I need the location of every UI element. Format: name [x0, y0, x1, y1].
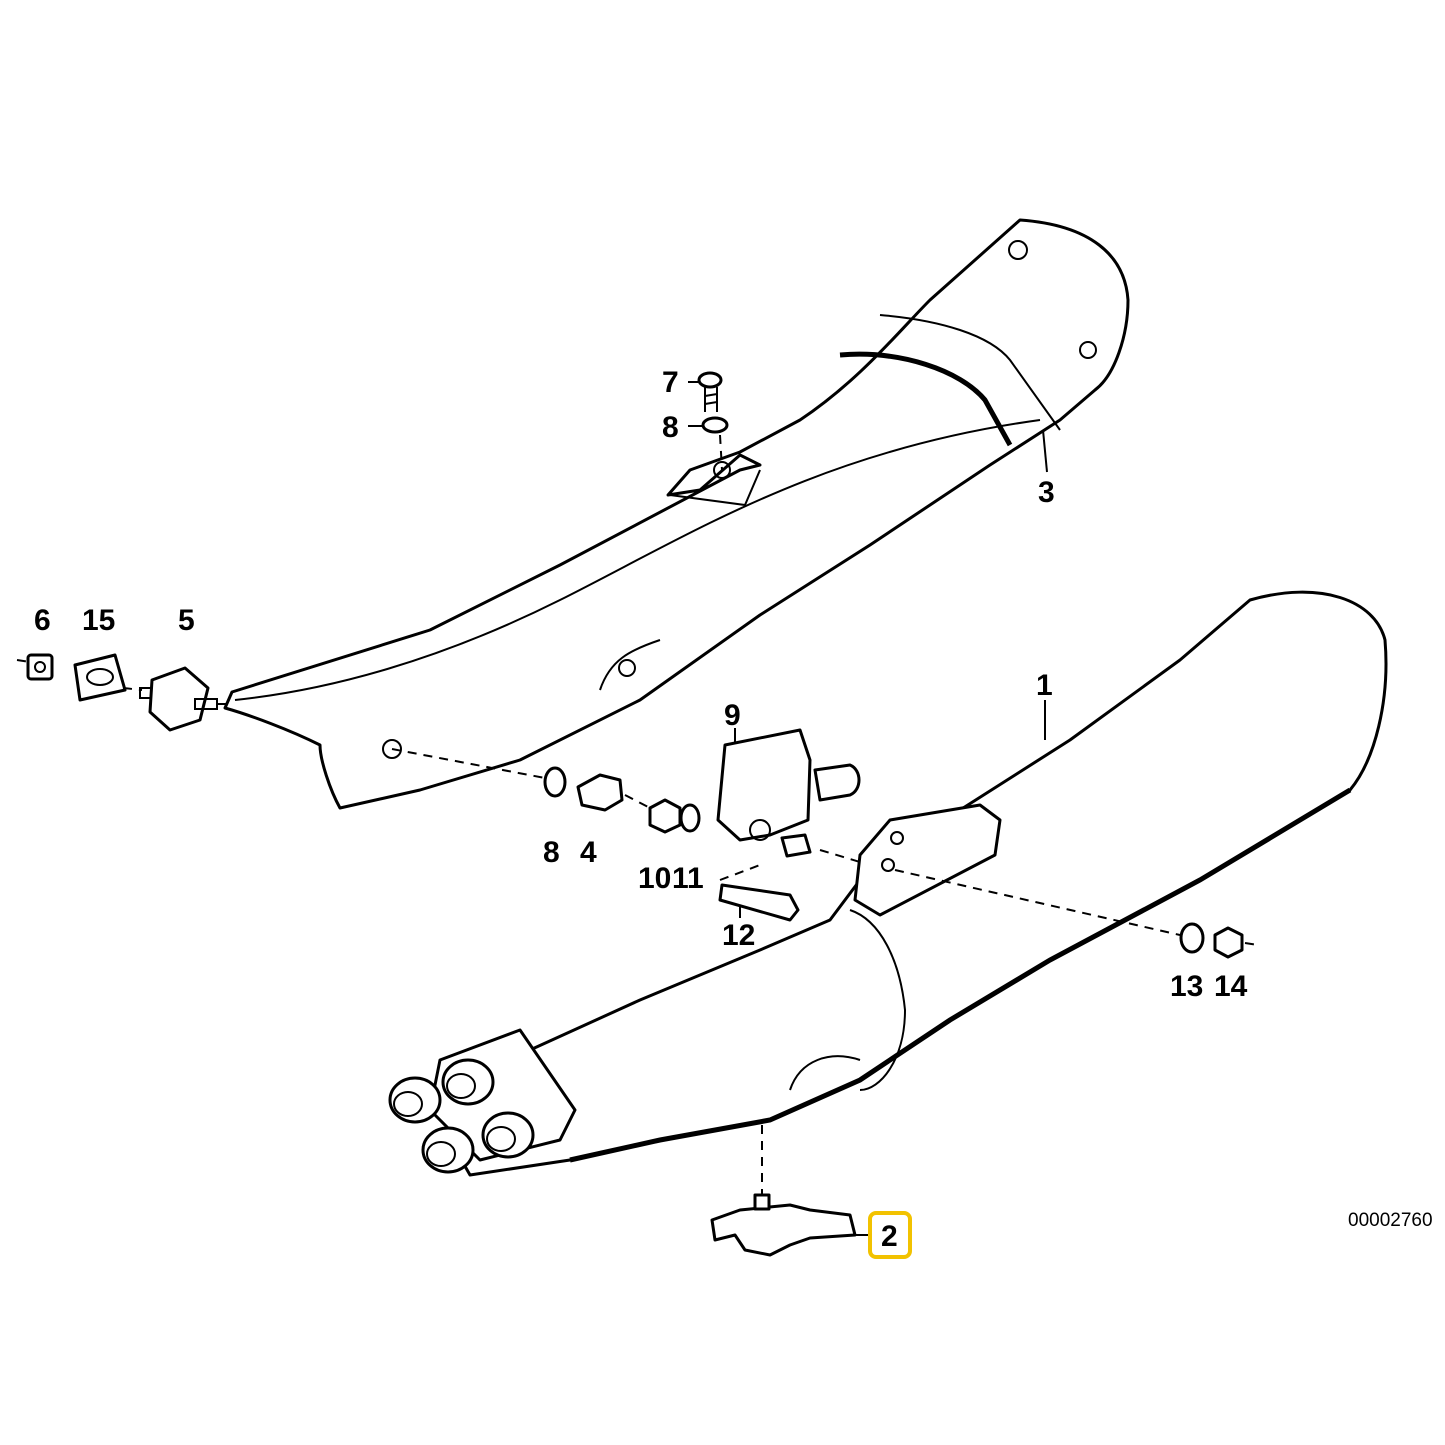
- assembly-lines: [16, 434, 1259, 1236]
- callout-14[interactable]: 14: [1214, 970, 1248, 1003]
- rubber-mount-5[interactable]: [139, 666, 218, 732]
- callout-4[interactable]: 4: [580, 836, 597, 869]
- bracket-9[interactable]: [716, 728, 861, 858]
- callout-8-upper[interactable]: 8: [662, 411, 679, 444]
- callout-5[interactable]: 5: [178, 604, 195, 637]
- callout-6[interactable]: 6: [34, 604, 51, 637]
- tail-pipes: [388, 1028, 577, 1174]
- callout-13[interactable]: 13: [1170, 970, 1203, 1003]
- leader-lines: [688, 381, 1048, 918]
- callout-15[interactable]: 15: [82, 604, 115, 637]
- callouts: 1 3 7 8 6 15 5 9 8 4 10 11 12 13 14: [34, 366, 1248, 1003]
- clip-nut-15[interactable]: [73, 653, 127, 702]
- silencer[interactable]: [388, 590, 1388, 1177]
- diagram-number: 00002760: [1348, 1210, 1433, 1231]
- callout-9[interactable]: 9: [724, 699, 741, 732]
- bolt-12[interactable]: [718, 883, 800, 922]
- nut-10[interactable]: [648, 798, 682, 834]
- callout-1[interactable]: 1: [1036, 669, 1053, 702]
- washer-11[interactable]: [679, 803, 701, 833]
- clamp-2[interactable]: [710, 1193, 857, 1257]
- washer-13[interactable]: [1179, 922, 1205, 954]
- washer-8-lower[interactable]: [543, 766, 567, 798]
- callout-3[interactable]: 3: [1038, 476, 1055, 509]
- callout-7[interactable]: 7: [662, 366, 679, 399]
- callout-12[interactable]: 12: [722, 919, 755, 952]
- nut-6[interactable]: [26, 653, 54, 681]
- washer-8-upper[interactable]: [701, 416, 729, 434]
- highlighted-callout-2[interactable]: 2: [868, 1211, 912, 1259]
- spacer-4[interactable]: [576, 773, 624, 812]
- highlight-box: [868, 1211, 912, 1259]
- callout-8-lower[interactable]: 8: [543, 836, 560, 869]
- nut-14[interactable]: [1213, 926, 1244, 959]
- callout-10[interactable]: 10: [638, 862, 671, 895]
- heat-shield[interactable]: [223, 218, 1130, 810]
- callout-11[interactable]: 11: [672, 862, 704, 895]
- callout-2[interactable]: 2: [881, 1220, 898, 1253]
- screw-7[interactable]: [697, 371, 723, 412]
